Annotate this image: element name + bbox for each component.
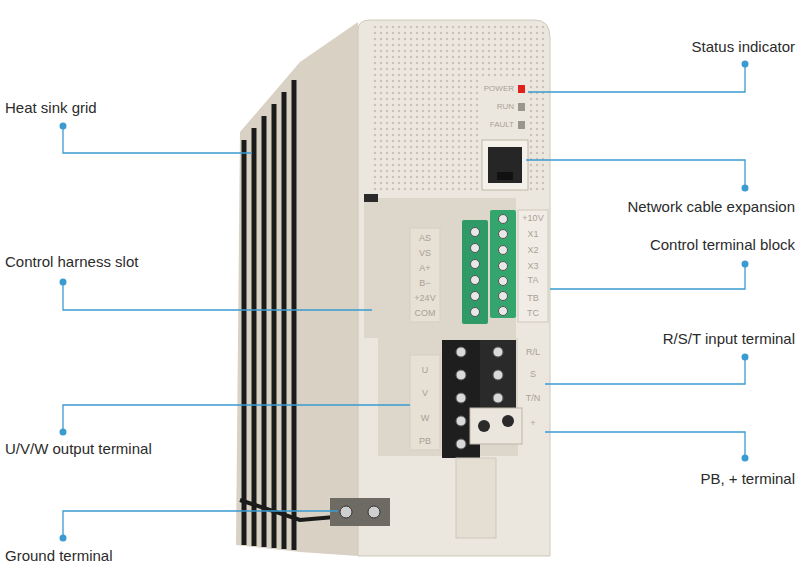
terminal-name: + — [530, 418, 535, 428]
terminal-name: S — [530, 369, 536, 379]
terminal-name: TC — [527, 308, 539, 318]
terminal-screws — [471, 215, 508, 317]
cavity-clip — [364, 194, 378, 202]
leader-dots — [60, 61, 749, 542]
terminal-name: COM — [415, 308, 436, 318]
label-strip — [410, 228, 440, 322]
power-led — [518, 85, 525, 93]
label-strip — [518, 210, 548, 322]
terminal-name: V — [422, 388, 428, 398]
terminal-name: U — [422, 365, 429, 375]
heat-sink-fins — [244, 80, 294, 550]
terminal-name: A+ — [419, 263, 430, 273]
terminal-name: R/L — [526, 347, 540, 357]
rj45-latch — [497, 172, 513, 180]
ground-screw — [368, 506, 380, 518]
callout-label: Heat sink grid — [5, 99, 97, 116]
terminal-name: X1 — [527, 229, 538, 239]
green-terminal-block — [462, 220, 488, 324]
label-strip — [410, 355, 440, 450]
run-led — [518, 103, 525, 111]
callout-label: Ground terminal — [5, 547, 113, 564]
vent-holes — [478, 26, 544, 76]
status-name: POWER — [484, 84, 514, 93]
terminal-name: VS — [419, 248, 431, 258]
callout-label: Status indicator — [692, 38, 795, 55]
terminal-name: X3 — [527, 261, 538, 271]
ground-screw — [340, 506, 352, 518]
vent-holes — [370, 26, 478, 192]
callout-label: R/S/T input terminal — [663, 330, 795, 347]
terminal-name: AS — [419, 233, 431, 243]
terminal-name: PB — [419, 436, 431, 446]
callout-label: Network cable expansion — [627, 198, 795, 215]
terminal-name: X2 — [527, 245, 538, 255]
ground-plate — [330, 498, 390, 526]
cable-guide — [456, 458, 496, 538]
terminal-name: +10V — [522, 213, 543, 223]
vent-holes — [530, 76, 544, 192]
callout-label: U/V/W output terminal — [5, 440, 152, 457]
rj45-port — [488, 147, 522, 183]
green-terminal-block — [490, 210, 516, 318]
front-face — [358, 20, 550, 556]
terminal-name: +24V — [414, 293, 435, 303]
fault-led — [518, 121, 525, 129]
pb-screw — [478, 420, 490, 432]
status-name: RUN — [497, 102, 514, 111]
callout-label: PB, + terminal — [700, 470, 795, 487]
terminal-name: TA — [528, 275, 539, 285]
terminal-name: B− — [419, 278, 430, 288]
callout-label: Control harness slot — [5, 253, 138, 270]
pb-cover — [470, 408, 522, 444]
terminal-name: W — [421, 413, 430, 423]
terminal-name: TB — [527, 293, 539, 303]
control-cavity — [364, 198, 516, 338]
terminal-name: T/N — [526, 393, 541, 403]
side-face — [236, 22, 358, 556]
status-name: FAULT — [490, 120, 514, 129]
callout-label: Control terminal block — [650, 236, 795, 253]
leader-lines — [63, 64, 745, 538]
rj45-frame — [482, 140, 528, 190]
plus-screw — [502, 415, 514, 427]
